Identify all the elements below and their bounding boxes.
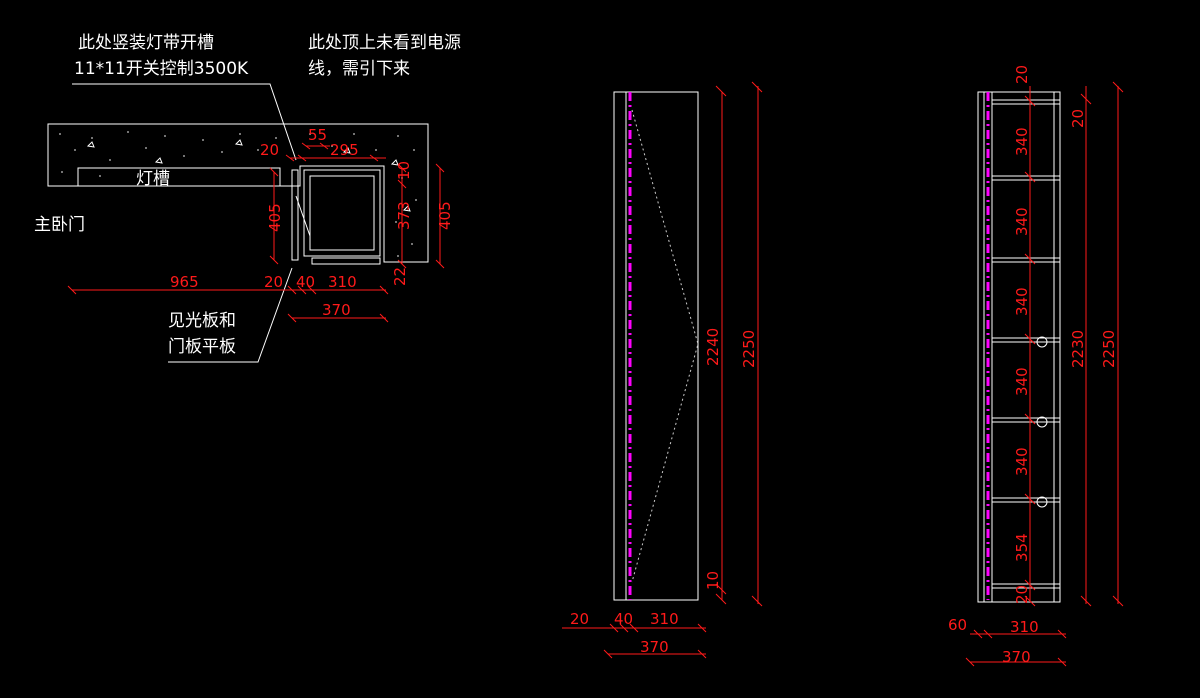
dim-965: 965 [170,273,199,291]
elevation-view-1: 2240 2250 10 20 40 310 370 [562,81,763,659]
handle-circle-2 [1036,416,1048,428]
dim-340-5: 340 [1013,447,1031,476]
dim-310: 310 [1010,618,1039,636]
leader-note1 [72,83,297,161]
cabinet-elevation-outline [613,91,699,601]
dim-55: 55 [308,126,327,144]
dim-20-bottom: 20 [1013,585,1031,604]
dim-20: 20 [570,610,589,628]
elev1-dimension-lines [562,81,763,659]
dim-310: 310 [328,273,357,291]
dim-340-1: 340 [1013,127,1031,156]
dim-20-top: 20 [260,141,279,159]
note-power-line2: 线，需引下来 [308,59,410,79]
label-light-slot: 灯槽 [136,169,170,189]
cabinet-outline [303,169,381,257]
dim-370: 370 [640,638,669,656]
handle-circle-3 [1036,496,1048,508]
dim-40: 40 [614,610,633,628]
dim-2250: 2250 [1100,330,1118,368]
door-swing-line [631,109,699,583]
elev2-dimension-lines [965,81,1124,667]
dim-40: 40 [296,273,315,291]
shelf-cabinet-outline [977,91,1061,603]
plan-view: 此处竖装灯带开槽 11*11开关控制3500K 此处顶上未看到电源 线，需引下来… [34,33,461,363]
elevation-view-2: 20 20 340 340 340 340 340 354 20 2230 22… [948,65,1124,667]
dim-22: 22 [391,267,409,286]
plan-dimension-lines [67,142,445,323]
side-panel-lines [983,92,1055,602]
handle-circle-1 [1036,336,1048,348]
dim-20-bottom: 20 [264,273,283,291]
note-light-slot-line1: 此处竖装灯带开槽 [78,33,214,53]
note-panel-line1: 见光板和 [168,311,236,331]
leader-note3 [168,267,293,363]
light-slot-recess [77,167,281,186]
note-power-line1: 此处顶上未看到电源 [308,33,461,53]
dim-295: 295 [330,141,359,159]
dim-340-4: 340 [1013,367,1031,396]
dim-405-left: 405 [266,203,284,232]
dim-2250: 2250 [740,330,758,368]
dim-20-top: 20 [1013,65,1031,84]
cabinet-inner [309,175,375,251]
dim-370: 370 [322,301,351,319]
dim-340-2: 340 [1013,207,1031,236]
dim-370: 370 [1002,648,1031,666]
panel-diagonal [295,195,311,237]
dim-2240: 2240 [704,328,722,366]
dim-340-3: 340 [1013,287,1031,316]
door-panel [311,257,381,265]
concrete-wall [47,123,429,263]
dim-60: 60 [948,616,967,634]
shelves [992,99,1060,589]
note-panel-line2: 门板平板 [168,337,236,357]
dim-373: 373 [395,201,413,230]
label-master-bedroom-door: 主卧门 [34,215,85,235]
dim-354: 354 [1013,533,1031,562]
dim-20-second: 20 [1069,109,1087,128]
note-light-slot-line2: 11*11开关控制3500K [74,59,249,79]
dim-310: 310 [650,610,679,628]
dim-10: 10 [395,161,413,180]
concrete-hatch [59,131,417,257]
dim-10: 10 [704,571,722,590]
dim-405-right: 405 [436,201,454,230]
dim-2230: 2230 [1069,330,1087,368]
visible-panel [291,169,299,261]
